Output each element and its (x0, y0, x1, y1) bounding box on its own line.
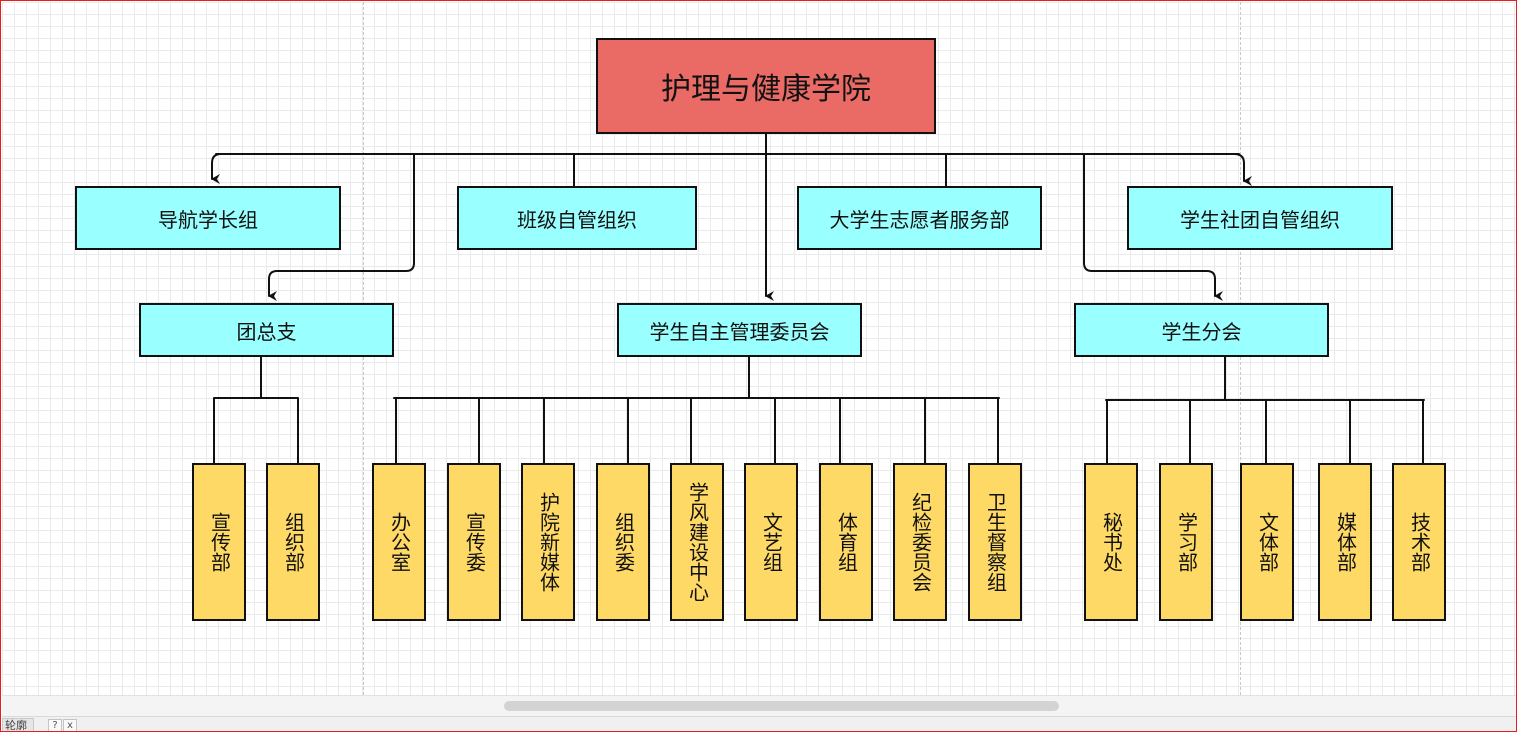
leaf-node[interactable]: 护院新媒体 (521, 463, 575, 621)
node-self-management-committee[interactable]: 学生自主管理委员会 (617, 303, 862, 357)
close-icon[interactable]: x (63, 719, 77, 731)
node-volunteer-service[interactable]: 大学生志愿者服务部 (797, 186, 1042, 250)
status-bar: 轮廓 ? x (2, 695, 1516, 731)
leaf-node[interactable]: 体育组 (819, 463, 873, 621)
node-navigation-mentors[interactable]: 导航学长组 (75, 186, 341, 250)
leaf-node[interactable]: 纪检委员会 (893, 463, 947, 621)
tab-outline[interactable]: 轮廓 (2, 718, 34, 731)
node-class-self-management[interactable]: 班级自管组织 (457, 186, 697, 250)
leaf-node[interactable]: 学习部 (1159, 463, 1213, 621)
leaf-node[interactable]: 组织委 (596, 463, 650, 621)
node-league-branch[interactable]: 团总支 (139, 303, 394, 357)
node-student-branch[interactable]: 学生分会 (1074, 303, 1329, 357)
help-icon[interactable]: ? (48, 719, 62, 731)
page-tabs-bar: 轮廓 ? x (2, 716, 1516, 731)
leaf-node[interactable]: 技术部 (1392, 463, 1446, 621)
leaf-node[interactable]: 宣传委 (447, 463, 501, 621)
leaf-node[interactable]: 媒体部 (1318, 463, 1372, 621)
leaf-node[interactable]: 卫生督察组 (968, 463, 1022, 621)
leaf-node[interactable]: 组织部 (266, 463, 320, 621)
root-node[interactable]: 护理与健康学院 (596, 38, 936, 134)
leaf-node[interactable]: 办公室 (372, 463, 426, 621)
leaf-node[interactable]: 秘书处 (1084, 463, 1138, 621)
leaf-node[interactable]: 文体部 (1240, 463, 1294, 621)
node-student-clubs[interactable]: 学生社团自管组织 (1127, 186, 1393, 250)
horizontal-scrollbar[interactable] (504, 701, 1059, 711)
leaf-node[interactable]: 学风建设中心 (670, 463, 724, 621)
leaf-node[interactable]: 文艺组 (744, 463, 798, 621)
leaf-node[interactable]: 宣传部 (192, 463, 246, 621)
